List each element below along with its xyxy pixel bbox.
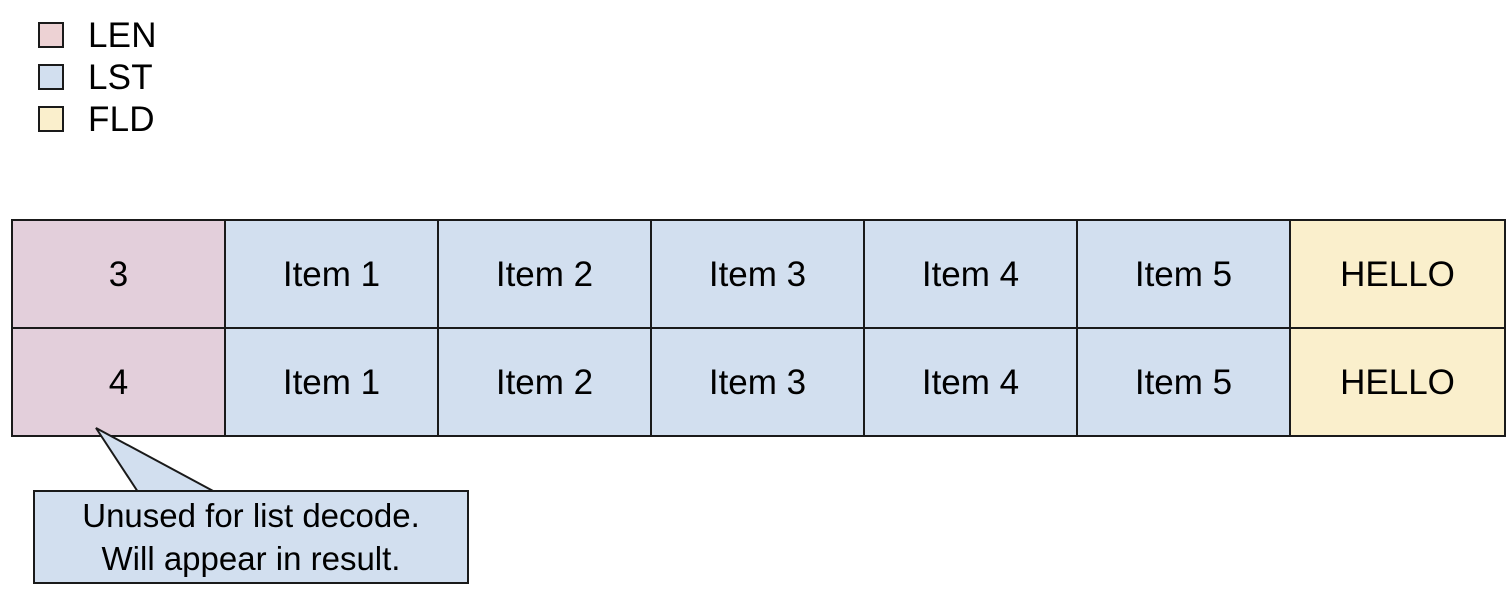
- cell-list-item: Item 3: [650, 327, 865, 437]
- legend-swatch-fld-icon: [38, 106, 64, 132]
- cell-list-item: Item 4: [863, 327, 1078, 437]
- callout-box: Unused for list decode. Will appear in r…: [33, 490, 469, 584]
- cell-list-item: Item 5: [1076, 327, 1291, 437]
- cell-list-item: Item 1: [224, 219, 439, 329]
- cell-field: HELLO: [1289, 327, 1506, 437]
- callout-line-2: Will appear in result.: [101, 540, 401, 577]
- cell-len: 4: [11, 327, 226, 437]
- legend-swatch-len-icon: [38, 22, 64, 48]
- cell-list-item: Item 3: [650, 219, 865, 329]
- table-row: 3 Item 1 Item 2 Item 3 Item 4 Item 5 HEL…: [11, 219, 1506, 329]
- legend-label-fld: FLD: [88, 99, 155, 139]
- cell-list-item: Item 5: [1076, 219, 1291, 329]
- callout-tail-pointer: [95, 427, 216, 494]
- legend-item-fld: FLD: [38, 98, 358, 140]
- cell-list-item: Item 2: [437, 327, 652, 437]
- cell-len: 3: [11, 219, 226, 329]
- cell-field: HELLO: [1289, 219, 1506, 329]
- legend-item-len: LEN: [38, 14, 358, 56]
- table-row: 4 Item 1 Item 2 Item 3 Item 4 Item 5 HEL…: [11, 327, 1506, 437]
- cell-list-item: Item 1: [224, 327, 439, 437]
- callout-line-1: Unused for list decode.: [82, 497, 420, 534]
- packet-layout-table: 3 Item 1 Item 2 Item 3 Item 4 Item 5 HEL…: [11, 219, 1506, 437]
- cell-list-item: Item 4: [863, 219, 1078, 329]
- callout-annotation: Unused for list decode. Will appear in r…: [33, 427, 469, 584]
- legend-label-lst: LST: [88, 57, 153, 97]
- legend-swatch-lst-icon: [38, 64, 64, 90]
- legend-item-lst: LST: [38, 56, 358, 98]
- cell-list-item: Item 2: [437, 219, 652, 329]
- legend-label-len: LEN: [88, 15, 157, 55]
- legend: LEN LST FLD: [38, 14, 358, 140]
